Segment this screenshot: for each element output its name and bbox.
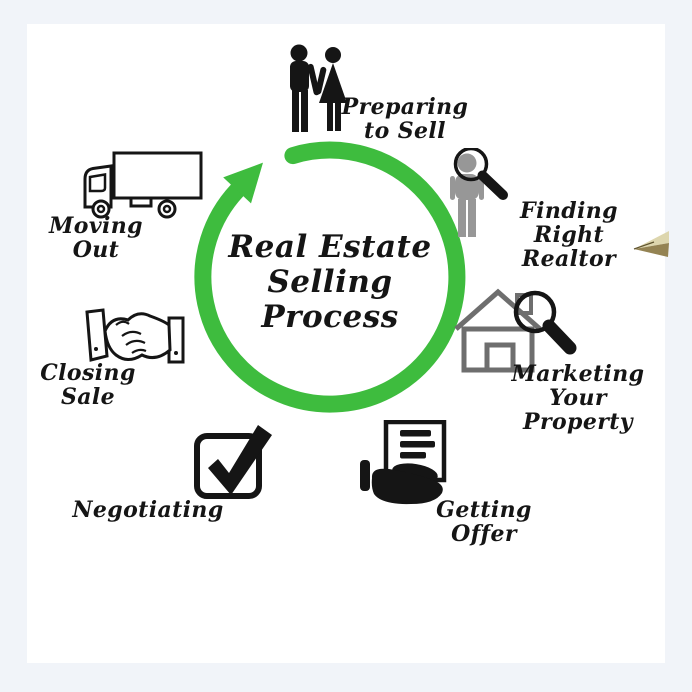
step-label-preparing-to-sell: Preparing to Sell	[341, 94, 469, 144]
handshake-icon	[85, 308, 185, 364]
couple-icon	[290, 44, 347, 132]
pen-nib-icon	[633, 231, 669, 257]
diagram-title: Real Estate Selling Process	[228, 229, 432, 336]
step-label-finding-right-realtor: Finding Right Realtor	[520, 198, 618, 272]
step-label-getting-offer: Getting Offer	[436, 497, 532, 547]
checkbox-checkmark-icon	[194, 425, 272, 499]
step-label-negotiating: Negotiating	[72, 497, 224, 523]
step-label-closing-sale: Closing Sale	[40, 360, 136, 410]
moving-truck-icon	[83, 151, 203, 219]
offer-document-hand-icon	[360, 420, 447, 505]
step-label-marketing-your-property: Marketing Your Property	[511, 361, 645, 435]
step-label-moving-out: Moving Out	[49, 213, 143, 263]
person-magnifier-icon	[450, 148, 508, 237]
house-magnifier-icon	[454, 288, 577, 373]
